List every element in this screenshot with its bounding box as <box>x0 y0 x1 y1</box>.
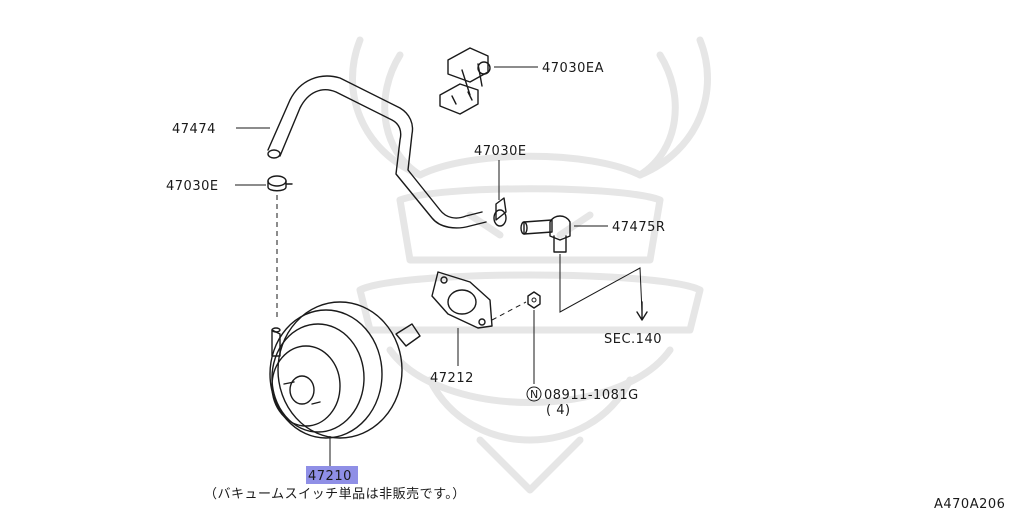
callout-47474[interactable]: 47474 <box>172 122 216 137</box>
part-47210-booster <box>269 301 421 439</box>
note-vacuum-switch: （バキュームスイッチ単品は非販売です。） <box>204 486 466 502</box>
nut-symbol-circle <box>526 386 542 402</box>
callout-sec140[interactable]: SEC.140 <box>604 332 662 347</box>
part-47475r-valve <box>520 215 571 253</box>
nut-symbol-letter: N <box>530 388 538 401</box>
watermark-logo <box>349 36 711 494</box>
link-to-sec140 <box>559 254 643 313</box>
highlight-47210 <box>306 466 358 484</box>
dashed-link-nut <box>491 301 527 321</box>
drawing-code: A470A206 <box>934 497 1005 510</box>
quantity-08911: ( 4) <box>546 403 571 418</box>
part-47030e-left-clamp <box>267 175 293 192</box>
part-47474-hose <box>267 75 487 229</box>
part-47212-gasket <box>431 271 493 329</box>
callout-08911[interactable]: 08911-1081G <box>544 388 639 403</box>
callout-47030ea[interactable]: 47030EA <box>542 61 604 76</box>
arrow-down-icon <box>636 301 648 321</box>
part-47030ea-clip <box>439 47 491 115</box>
callout-47210[interactable]: 47210 <box>308 469 352 484</box>
part-08911-nut <box>527 291 541 309</box>
callout-47030e-left[interactable]: 47030E <box>166 179 219 194</box>
part-47030e-mid-clamp <box>493 197 507 227</box>
callout-47030e-mid[interactable]: 47030E <box>474 144 527 159</box>
callout-47475r[interactable]: 47475R <box>612 220 665 235</box>
callout-47212[interactable]: 47212 <box>430 371 474 386</box>
